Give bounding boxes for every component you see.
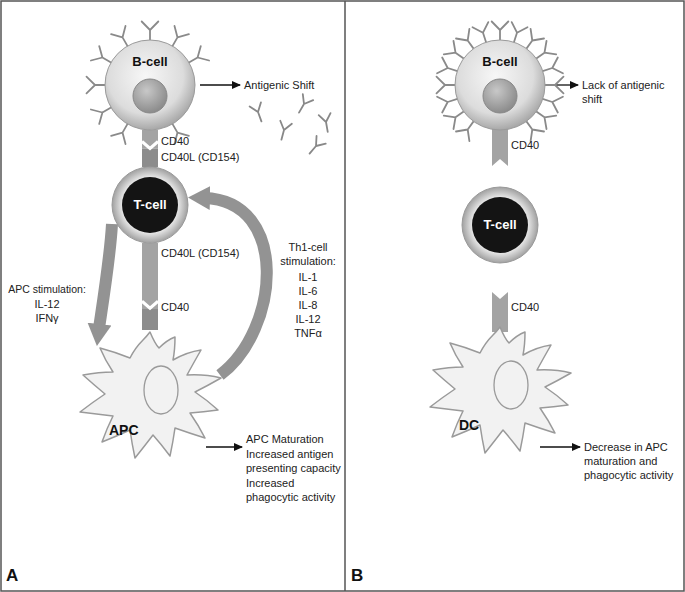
curved-arrow [204,198,267,375]
antibody [536,41,557,59]
nucleus [133,79,167,113]
antibody [456,29,474,50]
antigen-presenting-cell: APC [75,330,225,460]
antibody [512,22,528,43]
receptor-stalk [142,130,158,149]
annotation: IL-12 [276,312,340,326]
annotation: CD40L (CD154) [161,150,239,164]
cell-body [455,40,545,130]
antibody [188,46,209,63]
annotation: Increased antigen presenting capacity [246,447,342,475]
stimulation-arrow [99,224,112,330]
annotation: TNFα [276,326,340,340]
cell-body [430,327,571,453]
antibody [473,22,489,43]
panel-letter: B [351,566,363,586]
antibody [91,107,112,124]
annotation: IL-12 [3,297,91,311]
nucleus [483,79,517,113]
antibody [526,121,544,142]
cell-shape [105,40,195,130]
annotation: APC Maturation [246,432,342,446]
antibody [87,77,107,94]
antibody [526,29,544,50]
receptor-stalk [142,243,158,308]
annotation: Increased phagocytic activity [246,476,342,504]
antibody [444,111,465,129]
t-cell: T-cell [112,167,188,243]
annotation: IL-6 [276,284,340,298]
annotation: CD40L (CD154) [161,246,239,260]
annotation: CD40 [511,138,539,152]
cell-body [105,40,195,130]
edge-label: Th1-cell stimulation: [276,240,340,268]
panel-letter: A [6,566,18,586]
cell-name: T-cell [112,197,188,212]
edge-label: APC stimulation: [3,282,91,296]
antibody-spikes [437,22,564,142]
annotation: CD40 [161,300,189,314]
nucleus [144,366,178,414]
antibody [536,111,557,129]
cell-name: B-cell [455,54,545,69]
nucleus [494,361,528,409]
cell-shape [455,40,545,130]
antibody [437,97,458,113]
panel-divider [344,1,346,591]
cd40-cd40l-bond [142,130,158,167]
antibody [142,22,159,42]
annotation: CD40 [161,134,189,148]
antibody [492,22,509,42]
ligand-stalk [142,308,158,330]
antibody [544,77,564,94]
antibody [91,46,112,63]
cell-body [112,167,188,243]
antibody [172,26,189,47]
antigen-presenting-cell: DC [425,325,575,455]
b-cell: B-cell [105,40,195,130]
annotation: IL-8 [276,298,340,312]
cd40-cd40l-bond [142,243,158,330]
antibody [542,97,563,113]
cell-name: APC [109,422,139,438]
antibody [437,58,458,74]
antibody [542,58,563,74]
cd40-stub [492,292,508,332]
cell-name: T-cell [462,217,538,232]
ligand-stalk [142,149,158,168]
cell-name: B-cell [105,54,195,69]
cell-shape [75,330,225,460]
cell-body [462,187,538,263]
cell-body [80,332,221,458]
binding-notch [142,301,158,308]
antibody [111,26,128,47]
cell-shape [425,325,575,455]
cell-name: DC [459,417,479,433]
annotation: Antigenic Shift [244,78,342,92]
antibody [456,121,474,142]
annotation: IL-1 [276,270,340,284]
curved-arrow [99,224,112,330]
antibody [437,77,457,94]
annotation: CD40 [511,300,539,314]
antibody [444,41,465,59]
binding-notch [142,142,158,149]
antibody [111,123,128,144]
free-antibodies [250,94,334,157]
b-cell: B-cell [455,40,545,130]
antibody-spikes [87,22,210,145]
annotation: IFNγ [3,311,91,325]
cd40-stub [492,127,508,166]
t-cell: T-cell [462,187,538,263]
annotation: Lack of antigenic shift [582,78,682,106]
stimulation-arrow [204,198,267,375]
annotation: Decrease in APC maturation and phagocyti… [584,440,682,482]
